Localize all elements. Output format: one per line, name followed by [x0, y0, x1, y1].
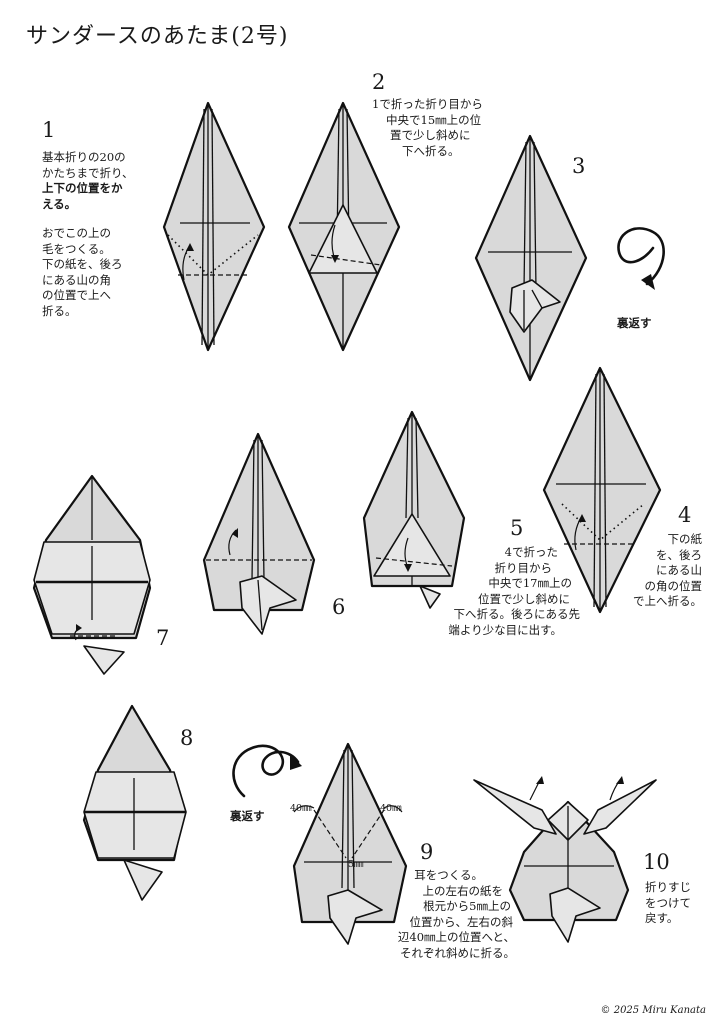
- step-4-diagram: [542, 366, 662, 614]
- step-3-diagram: [474, 134, 588, 382]
- step-5-valley-fold: [375, 557, 453, 567]
- step-9-folded-tip: [327, 889, 383, 945]
- step-9-measure-left: 40㎜: [290, 803, 312, 814]
- step-10-left-ear: [473, 779, 557, 835]
- turn-over-icon-1: [617, 227, 665, 290]
- step-2-valley-fold: [310, 254, 382, 266]
- step-9-measure-center: 5㎜: [348, 859, 364, 870]
- step-9-right-fold: [351, 809, 385, 859]
- step-9-text: 耳をつくる。 上の左右の紙を 根元から5㎜上の 位置から、左右の斜 辺40㎜上の…: [397, 868, 515, 960]
- step-9-diagram: [292, 742, 408, 945]
- step-5-flap: [373, 513, 451, 577]
- step-8-head: [83, 771, 187, 859]
- step-2-number: 2: [372, 70, 386, 94]
- step-9-left-fold: [313, 809, 347, 859]
- step-8-number: 8: [180, 726, 194, 750]
- step-1-text: 基本折りの20の かたちまで折り、 上下の位置をか える。 おでこの上の 毛をつ…: [42, 150, 134, 318]
- step-3-paper: [474, 134, 588, 382]
- turn-over-label-1: 裏返す: [617, 316, 652, 330]
- step-10-diagram: [473, 776, 657, 943]
- step-9-measure-right: 40㎜: [380, 803, 402, 814]
- step-5-diagram: [362, 410, 466, 609]
- step-7-diagram: [32, 474, 152, 675]
- turn-over-icon-2: [232, 744, 302, 798]
- step-2-text: 1で折った折り目から 中央で15㎜上の位 置で少し斜めに 下へ折る。: [372, 97, 483, 158]
- step-4-text: 下の紙 を、後ろ にある山 の角の位置 で上へ折る。: [633, 532, 702, 608]
- step-10-folded-tip: [549, 887, 601, 943]
- step-8-diagram: [82, 704, 187, 901]
- step-6-folded-tip: [239, 575, 297, 635]
- step-5-number: 5: [510, 516, 524, 540]
- step-4-number: 4: [678, 503, 692, 527]
- step-10-text: 折りすじ をつけて 戻す。: [645, 880, 691, 925]
- step-9-number: 9: [420, 840, 434, 864]
- step-6-diagram: [202, 432, 316, 635]
- step-3-number: 3: [572, 154, 586, 178]
- step-7-number: 7: [156, 626, 170, 650]
- step-6-number: 6: [332, 595, 346, 619]
- step-10-number: 10: [643, 850, 670, 874]
- step-5-text: 4で折った 折り目から 中央で17㎜上の 位置で少し斜めに 下へ折る。後ろにある…: [448, 545, 580, 637]
- step-1-diagram: [162, 101, 266, 352]
- step-1-number: 1: [42, 118, 56, 142]
- page-title: サンダースのあたま(2号): [26, 24, 289, 49]
- step-10-right-ear: [583, 779, 657, 835]
- step-4-valley-fold: [561, 503, 645, 542]
- step-2-flap: [308, 204, 378, 274]
- copyright: © 2025 Miru Kanata: [600, 1005, 706, 1016]
- step-2-diagram: [287, 101, 401, 352]
- turn-over-label-2: 裏返す: [230, 809, 265, 823]
